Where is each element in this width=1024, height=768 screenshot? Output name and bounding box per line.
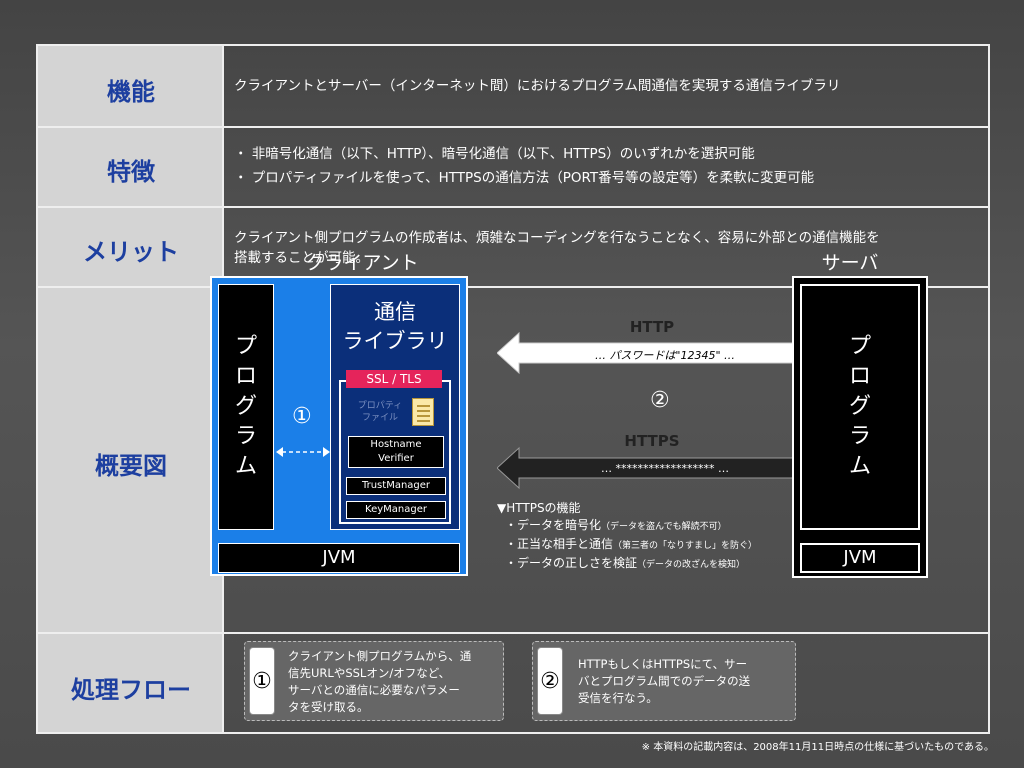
flow-step1-number: ① [249,647,275,715]
row-label-overview: 概要図 [95,452,167,480]
step1-arrow [276,447,330,457]
feature-item-2: ・ プロパティファイルを使って、HTTPSの通信方法（PORT番号等の設定等）を… [234,170,815,186]
hostname-line2: Verifier [378,453,414,464]
flow-step2-text: HTTPもしくはHTTPSにて、サー バとプログラム間でのデータの送 受信を行な… [578,657,751,705]
merit-text-line1: クライアント側プログラムの作成者は、煩雑なコーディングを行なうことなく、容易に外… [234,230,880,246]
row-divider [38,206,988,208]
step2-marker: ② [650,388,670,413]
program-char: プ [848,334,871,359]
hostname-line1: Hostname [370,439,422,450]
https-feature-item: ・データの正しさを検証（データの改ざんを検知） [505,556,746,570]
program-char: ラ [234,424,257,449]
property-file-icon [412,398,434,426]
key-manager-box: KeyManager [346,501,446,519]
row-divider [38,632,988,634]
program-char: ム [848,454,871,479]
https-arrow [497,446,833,490]
comm-library-title: 通信 ライブラリ [330,298,460,356]
https-feature-item: ・データを暗号化（データを盗んでも解読不可） [505,518,727,532]
row-label-flow: 処理フロー [71,676,191,704]
step1-marker: ① [292,404,312,429]
http-payload: … パスワードは"12345" … [594,349,736,362]
client-program: プ ロ グ ラ ム [218,284,274,530]
row-divider [38,126,988,128]
merit-text-line2: 搭載することが可能。 [234,250,369,266]
https-payload: … ****************** … [601,462,729,475]
info-table: 機能 特徴 メリット 概要図 処理フロー クライアントとサーバー（インターネット… [36,44,990,734]
https-label: HTTPS [624,432,680,450]
library-title-line1: 通信 [374,300,416,324]
client-jvm: JVM [218,543,460,573]
row-label-features: 特徴 [107,158,155,186]
library-title-line2: ライブラリ [342,329,448,353]
flow-step2-box [532,641,796,721]
row-label-function: 機能 [107,78,155,106]
server-box [792,276,928,578]
footnote: ※ 本資料の記載内容は、2008年11月11日時点の仕様に基づいたものである。 [641,742,994,753]
property-file-line2: ファイル [361,413,398,423]
program-char: グ [848,394,871,419]
ssl-tls-label: SSL / TLS [346,370,442,388]
function-text: クライアントとサーバー（インターネット間）におけるプログラム間通信を実現する通信… [234,78,841,94]
label-column [38,46,224,732]
program-char: ロ [234,364,257,389]
feature-item-1: ・ 非暗号化通信（以下、HTTP）、暗号化通信（以下、HTTPS）のいずれかを選… [234,146,755,162]
http-arrow [497,331,833,375]
http-label: HTTP [629,318,675,336]
client-title: クライアント [305,252,419,274]
property-file-line1: プロパティ [357,401,403,411]
flow-step2-number: ② [537,647,563,715]
server-program: プ ロ グ ラ ム [800,284,920,530]
flow-step1-box [244,641,504,721]
row-label-merit: メリット [83,238,179,266]
trust-manager-box: TrustManager [346,477,446,495]
https-features: ▼HTTPSの機能 ・データを暗号化（データを盗んでも解読不可） ・正当な相手と… [497,500,757,574]
row-divider [38,286,988,288]
server-jvm: JVM [800,543,920,573]
https-features-title: ▼HTTPSの機能 [497,501,581,515]
program-char: グ [234,394,257,419]
server-title: サーバ [821,252,879,274]
https-feature-item: ・正当な相手と通信（第三者の「なりすまし」を防ぐ） [505,537,758,551]
program-char: ム [234,454,257,479]
program-char: ラ [848,424,871,449]
property-file-label: プロパティ ファイル [350,400,410,424]
hostname-verifier-box: Hostname Verifier [348,436,444,468]
program-char: プ [234,334,257,359]
program-char: ロ [848,364,871,389]
flow-step1-text: クライアント側プログラムから、通 信先URLやSSLオン/オフなど、 サーバとの… [288,649,472,714]
